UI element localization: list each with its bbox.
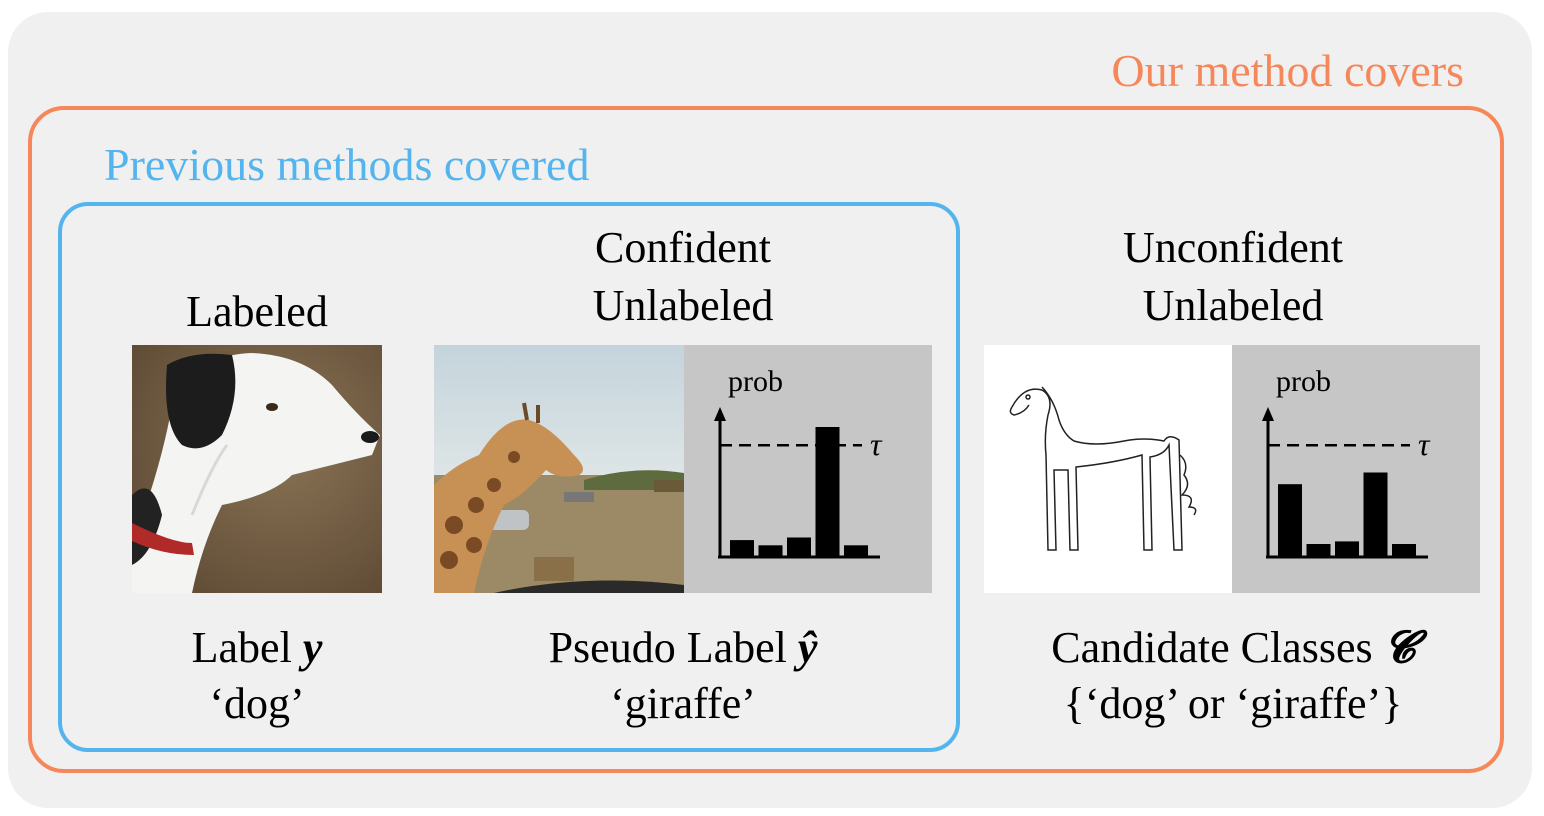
bar <box>758 545 783 557</box>
bar <box>1363 472 1388 557</box>
labeled-caption: Label y ‘dog’ <box>110 620 404 732</box>
heading-line: Labeled <box>186 287 328 336</box>
caption-prefix: Label <box>191 623 303 672</box>
caption-line-1: Candidate Classes 𝓒 <box>984 620 1482 676</box>
bar <box>1306 544 1331 557</box>
y-axis-arrow <box>1262 407 1274 421</box>
giraffe-image <box>434 345 684 593</box>
pseudo-label-symbol: ŷ <box>797 623 818 672</box>
y-axis-arrow <box>714 407 726 421</box>
y-axis-label: prob <box>728 365 783 398</box>
bar <box>730 540 754 557</box>
confident-chart-panel: prob τ <box>684 345 932 593</box>
unconfident-prob-chart: prob τ <box>1262 365 1431 559</box>
threshold-label: τ <box>870 426 883 462</box>
bar <box>787 537 811 557</box>
unconfident-heading: Unconfident Unlabeled <box>984 219 1482 335</box>
confident-caption: Pseudo Label ŷ ‘giraffe’ <box>434 620 932 732</box>
caption-value: ‘giraffe’ <box>610 679 756 728</box>
caption-prefix: Candidate Classes <box>1051 623 1384 672</box>
previous-methods-title: Previous methods covered <box>104 139 590 190</box>
heading-line: Unlabeled <box>1142 281 1324 330</box>
candidate-classes-symbol: 𝓒 <box>1383 623 1415 672</box>
caption-line-1: Pseudo Label ŷ <box>434 620 932 676</box>
bar <box>844 545 868 557</box>
label-symbol: y <box>302 623 323 672</box>
y-axis-label: prob <box>1276 365 1331 398</box>
bar <box>1335 541 1359 557</box>
heading-line: Unlabeled <box>592 281 774 330</box>
previous-methods-box <box>58 202 960 752</box>
sketch-image <box>984 345 1232 593</box>
unconfident-chart-panel: prob τ <box>1232 345 1480 593</box>
labeled-heading: Labeled <box>132 283 382 341</box>
bar <box>1392 544 1416 557</box>
our-method-title: Our method covers <box>1111 45 1464 96</box>
confident-heading: Confident Unlabeled <box>434 219 932 335</box>
unconfident-caption: Candidate Classes 𝓒 {‘dog’ or ‘giraffe’} <box>984 620 1482 732</box>
caption-prefix: Pseudo Label <box>548 623 798 672</box>
caption-value: ‘dog’ <box>209 679 305 728</box>
bar <box>815 427 840 557</box>
dog-image <box>132 345 382 593</box>
confident-prob-chart: prob τ <box>714 365 883 559</box>
heading-line: Unconfident <box>1123 223 1343 272</box>
heading-line: Confident <box>595 223 771 272</box>
our-method-box <box>28 106 1504 773</box>
caption-value: {‘dog’ or ‘giraffe’} <box>1063 679 1403 728</box>
threshold-label: τ <box>1418 426 1431 462</box>
bar <box>1278 484 1302 557</box>
caption-line-1: Label y <box>110 620 404 676</box>
